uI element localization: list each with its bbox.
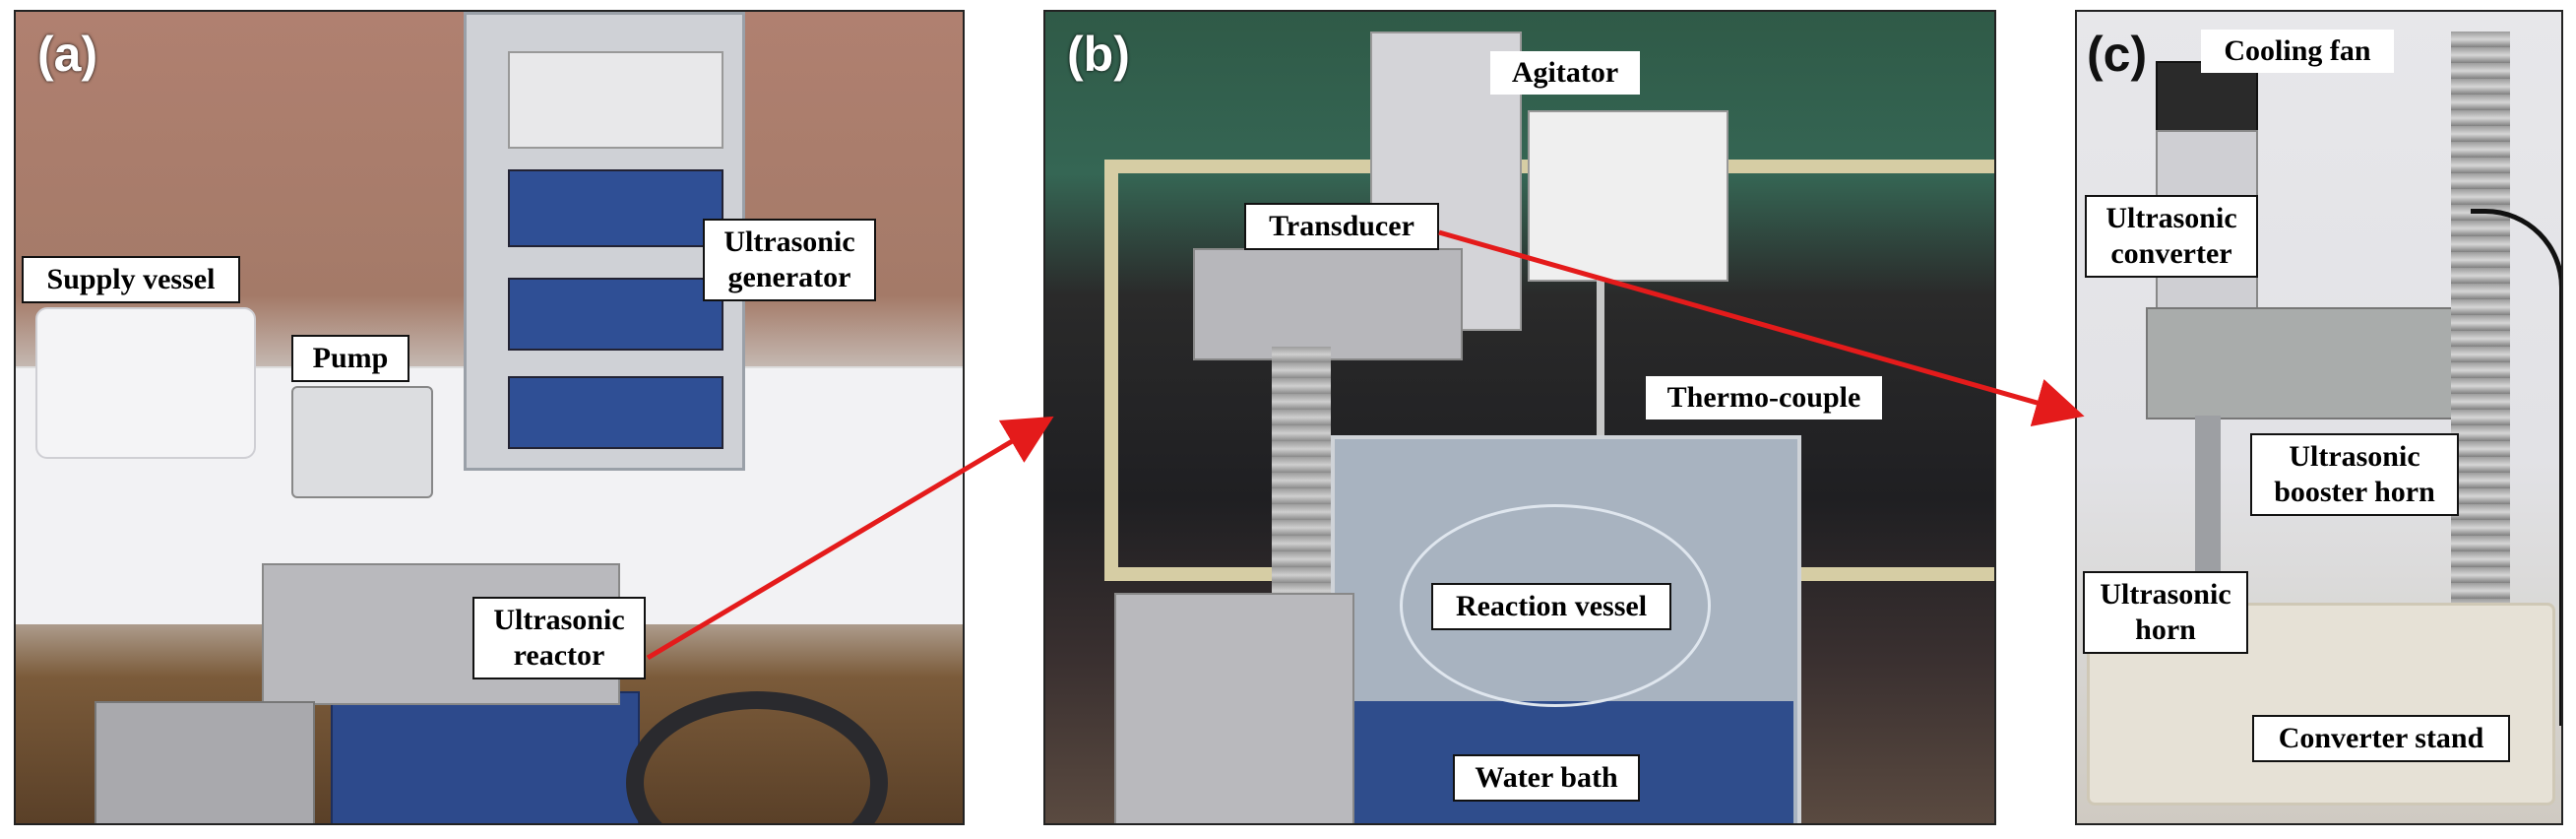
- callout-transducer: Transducer: [1244, 203, 1439, 250]
- callout-supply-vessel: Supply vessel: [22, 256, 240, 303]
- threaded-rod: [2451, 32, 2510, 681]
- callout-ultrasonic-reactor: Ultrasonic reactor: [472, 597, 646, 679]
- callout-reaction-vessel: Reaction vessel: [1431, 583, 1671, 630]
- generator-unit-2: [508, 278, 723, 351]
- lab-stand-left: [94, 701, 315, 823]
- callout-pump: Pump: [291, 335, 409, 382]
- converter-clamp-arm: [2146, 307, 2484, 420]
- arrow-transducer-to-panel-c: [1438, 229, 2085, 427]
- stand-screw-b: [1272, 347, 1331, 632]
- supply-vessel-shape: [35, 307, 256, 459]
- callout-ultrasonic-converter: Ultrasonic converter: [2085, 195, 2258, 278]
- pump-shape: [291, 386, 433, 498]
- agitator-shaft: [1597, 278, 1604, 563]
- callout-converter-stand: Converter stand: [2252, 715, 2510, 762]
- reaction-vessel-shape: [1400, 504, 1711, 707]
- arrow-reactor-to-panel-b: [646, 416, 1054, 661]
- stand-base-b: [1114, 593, 1354, 823]
- panel-label-a: (a): [37, 27, 98, 82]
- callout-agitator: Agitator: [1490, 51, 1640, 95]
- panel-label-c: (c): [2087, 27, 2148, 82]
- panel-a-photo: (a): [14, 10, 965, 825]
- callout-ultrasonic-booster-horn: Ultrasonic booster horn: [2250, 433, 2459, 516]
- callout-cooling-fan: Cooling fan: [2201, 30, 2394, 73]
- callout-thermo-couple: Thermo-couple: [1646, 376, 1882, 420]
- rack-display-unit: [508, 51, 723, 149]
- generator-unit-3: [508, 376, 723, 449]
- panel-c-photo: (c): [2075, 10, 2563, 825]
- callout-ultrasonic-generator: Ultrasonic generator: [703, 219, 876, 301]
- panel-label-b: (b): [1067, 27, 1130, 82]
- agitator-motor: [1528, 110, 1728, 282]
- booster-horn-shape: [2195, 416, 2221, 573]
- callout-water-bath: Water bath: [1453, 754, 1640, 802]
- generator-unit-1: [508, 169, 723, 247]
- callout-ultrasonic-horn: Ultrasonic horn: [2083, 571, 2248, 654]
